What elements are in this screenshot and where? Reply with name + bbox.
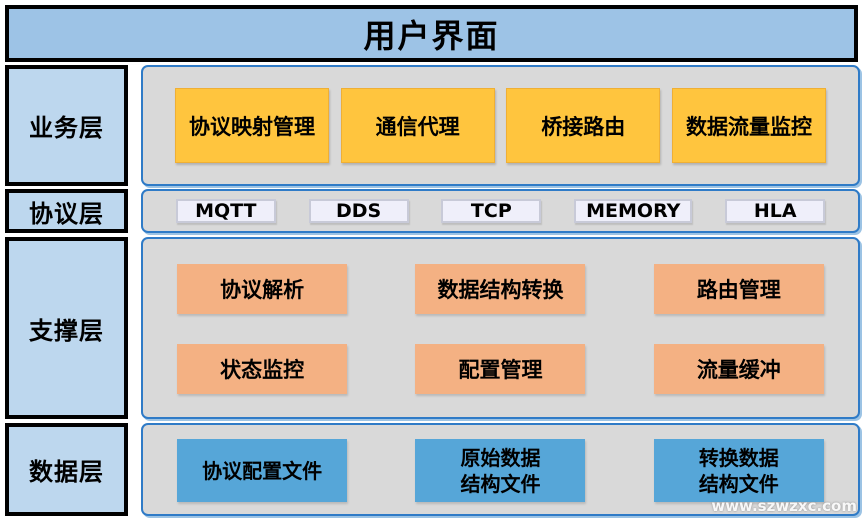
support-box-data-structure-conversion: 数据结构转换	[415, 264, 586, 314]
business-layer-panel: 协议映射管理 通信代理 桥接路由 数据流量监控	[141, 65, 860, 186]
support-box-configuration-management: 配置管理	[415, 344, 586, 394]
module-box-bridge-routing: 桥接路由	[506, 88, 661, 163]
protocol-box-label: MEMORY	[586, 200, 681, 222]
protocol-box-dds: DDS	[308, 199, 409, 223]
data-layer-panel: 协议配置文件 原始数据 结构文件 转换数据 结构文件	[141, 423, 860, 516]
support-box-label: 配置管理	[458, 358, 543, 382]
layer-label-text: 数据层	[29, 458, 104, 486]
layer-label-support: 支撑层	[5, 237, 128, 419]
protocol-box-tcp: TCP	[441, 199, 542, 223]
data-box-raw-data-structure-file: 原始数据 结构文件	[415, 439, 586, 502]
module-box-communication-agent: 通信代理	[340, 88, 495, 163]
module-box-data-flow-monitoring: 数据流量监控	[671, 88, 826, 163]
support-box-route-management: 路由管理	[653, 264, 824, 314]
user-interface-banner: 用户界面	[5, 5, 858, 62]
support-box-protocol-parsing: 协议解析	[177, 264, 348, 314]
protocol-box-label: MQTT	[195, 200, 257, 222]
module-box-label: 桥接路由	[541, 114, 626, 139]
data-box-protocol-config-file: 协议配置文件	[177, 439, 348, 502]
support-box-status-monitoring: 状态监控	[177, 344, 348, 394]
watermark: www.szwzxc.com	[711, 497, 857, 515]
layer-label-text: 协议层	[29, 199, 104, 228]
data-box-label: 原始数据 结构文件	[460, 445, 541, 496]
layer-label-business: 业务层	[5, 65, 128, 186]
support-box-label: 路由管理	[696, 278, 781, 302]
module-box-label: 数据流量监控	[685, 114, 812, 139]
protocol-box-memory: MEMORY	[574, 199, 693, 223]
protocol-box-label: DDS	[335, 200, 382, 222]
data-box-label: 协议配置文件	[202, 458, 323, 483]
layer-label-data: 数据层	[5, 423, 128, 516]
support-box-label: 协议解析	[220, 278, 305, 302]
layer-label-protocol: 协议层	[5, 189, 128, 233]
support-layer-panel: 协议解析 数据结构转换 路由管理 状态监控 配置管理 流量缓冲	[141, 237, 860, 419]
banner-title: 用户界面	[363, 16, 500, 55]
data-box-converted-data-structure-file: 转换数据 结构文件	[653, 439, 824, 502]
support-box-traffic-buffer: 流量缓冲	[653, 344, 824, 394]
support-box-label: 流量缓冲	[696, 358, 781, 382]
module-box-protocol-mapping-management: 协议映射管理	[175, 88, 329, 163]
layer-label-text: 支撑层	[29, 316, 104, 345]
protocol-box-hla: HLA	[725, 199, 826, 223]
data-box-label: 转换数据 结构文件	[698, 445, 779, 496]
module-box-label: 协议映射管理	[189, 114, 315, 139]
protocol-box-label: TCP	[470, 200, 512, 222]
protocol-box-mqtt: MQTT	[175, 199, 276, 223]
support-box-label: 状态监控	[220, 358, 305, 382]
module-box-label: 通信代理	[375, 114, 460, 139]
support-box-label: 数据结构转换	[437, 278, 564, 302]
protocol-layer-panel: MQTT DDS TCP MEMORY HLA	[141, 189, 860, 233]
protocol-box-label: HLA	[753, 200, 797, 222]
layer-label-text: 业务层	[29, 114, 104, 142]
